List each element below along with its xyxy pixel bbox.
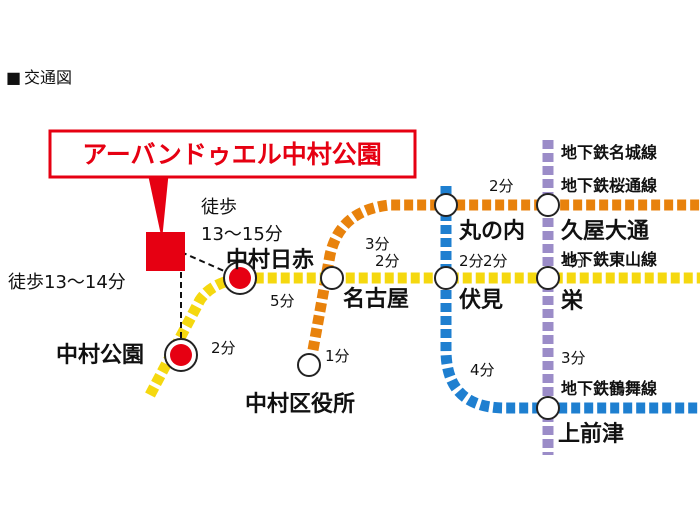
line-label-higashiyama: 地下鉄東山線 [561, 250, 657, 269]
time-kuyakusho-nagoya: 1分 [325, 347, 350, 365]
station-label-hisaya-odori: 久屋大通 [561, 218, 649, 244]
time-nagoya-fushimi: 2分 [375, 252, 400, 270]
map-heading-bullet: ■ [6, 68, 21, 87]
time-nisseki-nagoya: 5分 [270, 292, 295, 310]
station-nagoya-marker [320, 266, 344, 290]
station-marunouchi-marker [434, 193, 458, 217]
walk-label-2: 徒歩13〜14分 [8, 272, 126, 293]
property-name: アーバンドゥエル中村公園 [82, 140, 382, 169]
station-nakamura-nisseki-marker [223, 261, 257, 295]
line-label-tsurumai: 地下鉄鶴舞線 [561, 379, 657, 398]
time-nagoya-marunouchi: 3分 [365, 235, 390, 253]
callout-pointer [147, 170, 169, 240]
time-marunouchi-fushimi: 2分 [459, 252, 484, 270]
higashiyama-line [145, 272, 700, 398]
station-label-sakae: 栄 [560, 289, 584, 314]
walk-time-1: 13〜15分 [201, 224, 283, 245]
station-label-nakamura-koen: 中村公園 [56, 343, 144, 368]
station-label-marunouchi: 丸の内 [458, 219, 525, 244]
station-nakamura-kuyakusho-marker [297, 353, 321, 377]
station-kamimaezu-marker [536, 396, 560, 420]
property-marker [146, 232, 185, 271]
line-label-sakuradori: 地下鉄桜通線 [561, 176, 657, 195]
station-label-nakamura-kuyakusho: 中村区役所 [245, 392, 355, 417]
station-sakae-marker [536, 266, 560, 290]
time-koen-nisseki: 2分 [211, 339, 236, 357]
line-label-meijo: 地下鉄名城線 [561, 143, 657, 162]
tsurumai-line [440, 186, 700, 414]
station-label-fushimi: 伏見 [459, 287, 503, 313]
station-label-kamimaezu: 上前津 [558, 421, 624, 447]
walk-label-1: 徒歩 [201, 197, 237, 218]
time-marunouchi-hisaya: 2分 [489, 177, 514, 195]
time-fushimi-sakae: 2分 [483, 252, 508, 270]
map-heading: 交通図 [24, 68, 72, 87]
sakuradori-line [307, 199, 700, 351]
property-banner [48, 129, 417, 179]
station-nakamura-koen-marker [164, 338, 198, 372]
station-hisaya-odori-marker [536, 193, 560, 217]
station-label-nagoya: 名古屋 [343, 286, 409, 312]
time-fushimi-kamimaezu: 4分 [470, 361, 495, 379]
time-hisaya-sakae: 1分 [561, 252, 586, 270]
station-label-nakamura-nisseki: 中村日赤 [226, 248, 314, 273]
station-fushimi-marker [434, 266, 458, 290]
time-sakae-kamimaezu: 3分 [561, 349, 586, 367]
